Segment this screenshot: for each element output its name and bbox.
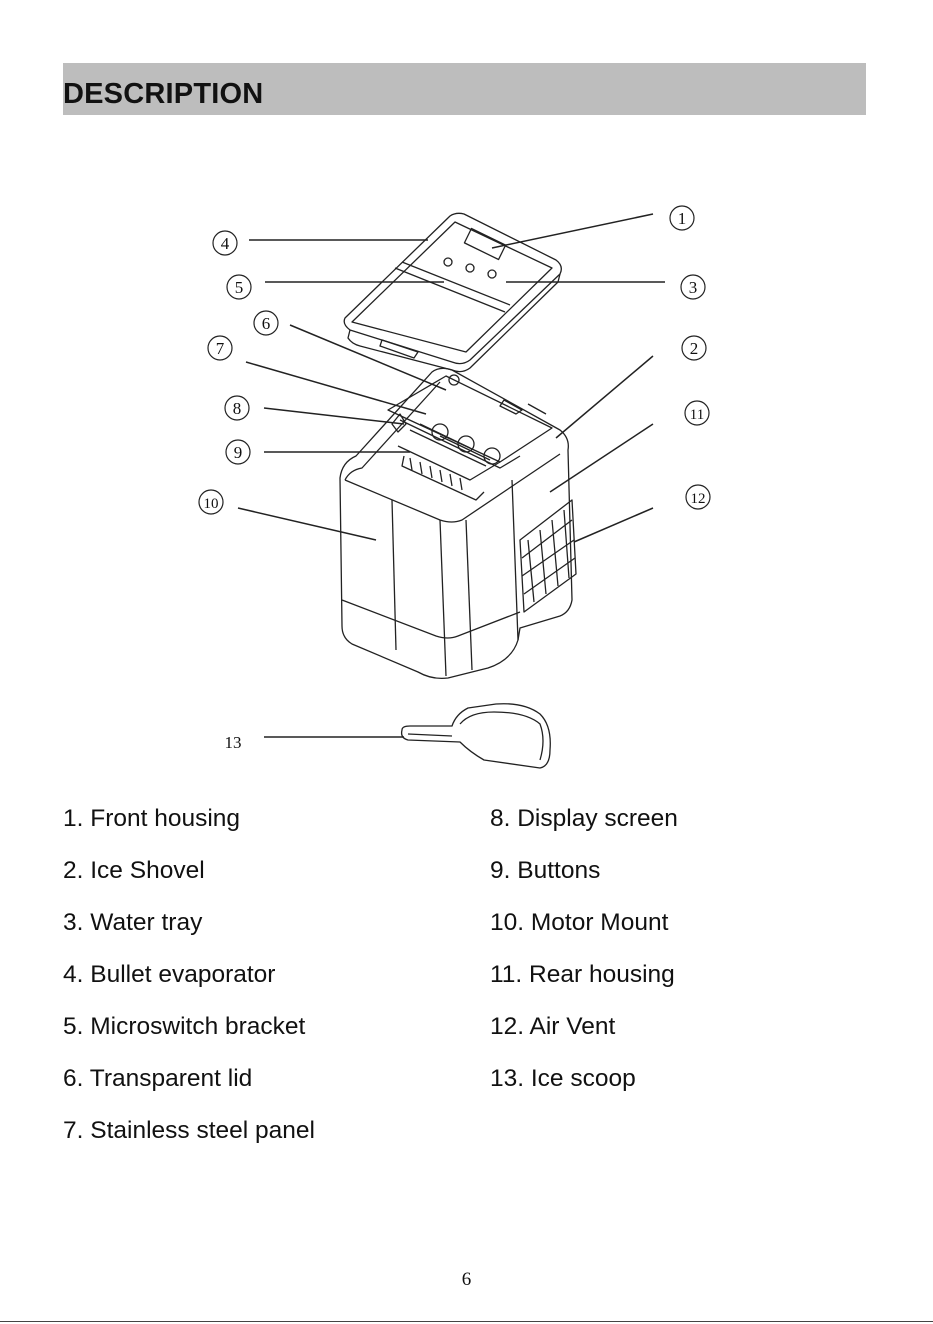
part-item: 8. Display screen: [490, 805, 678, 833]
callout-12: 12: [691, 491, 706, 507]
part-item: 1. Front housing: [63, 805, 240, 833]
callout-13: 13: [225, 733, 242, 752]
callout-3: 3: [689, 278, 698, 297]
leader-lines: [238, 214, 665, 737]
callout-10: 10: [204, 496, 219, 512]
part-item: 12. Air Vent: [490, 1013, 615, 1041]
callout-5: 5: [235, 278, 244, 297]
page-number: 6: [0, 1269, 933, 1291]
part-item: 5. Microswitch bracket: [63, 1013, 305, 1041]
callout-1: 1: [678, 209, 687, 228]
callout-circles: [199, 206, 710, 514]
callout-2: 2: [690, 339, 699, 358]
ice-scoop: [402, 704, 551, 768]
part-item: 2. Ice Shovel: [63, 857, 205, 885]
part-item: 6. Transparent lid: [63, 1065, 252, 1093]
control-panel-lid: [344, 213, 561, 371]
part-item: 9. Buttons: [490, 857, 600, 885]
part-item: 10. Motor Mount: [490, 909, 668, 937]
part-item: 3. Water tray: [63, 909, 202, 937]
part-item: 11. Rear housing: [490, 961, 675, 989]
part-item: 7. Stainless steel panel: [63, 1117, 315, 1145]
callout-11: 11: [690, 407, 704, 423]
machine-body: [340, 368, 576, 678]
ice-maker-exploded-diagram: 1 4 5 3 6 7 2 8 11 9 12 10 13: [0, 0, 933, 800]
part-item: 4. Bullet evaporator: [63, 961, 275, 989]
part-item: 13. Ice scoop: [490, 1065, 636, 1093]
footer-rule: [0, 1321, 933, 1322]
callout-4: 4: [221, 234, 230, 253]
callout-6: 6: [262, 314, 271, 333]
callout-9: 9: [234, 443, 243, 462]
callout-8: 8: [233, 399, 242, 418]
callout-7: 7: [216, 339, 225, 358]
